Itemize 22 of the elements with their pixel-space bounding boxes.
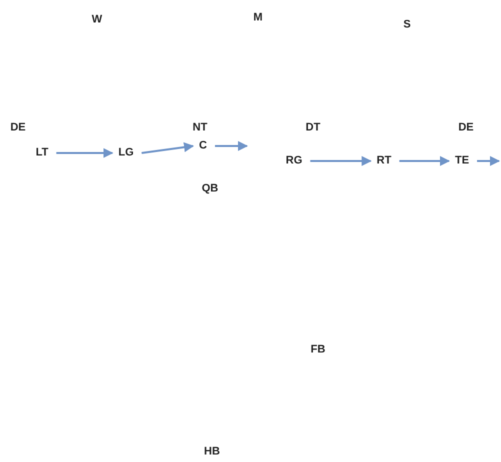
- position-label: RG: [286, 156, 302, 166]
- position-label: HB: [204, 446, 220, 458]
- arrow: [142, 142, 194, 154]
- position-label: DE: [458, 122, 474, 134]
- arrow: [214, 141, 248, 151]
- position-label: RT: [376, 156, 392, 166]
- position-label: FB: [310, 344, 326, 356]
- position-label: S: [403, 20, 411, 30]
- position-label: QB: [202, 184, 218, 194]
- arrow: [477, 156, 500, 166]
- arrow: [399, 156, 450, 166]
- position-label: TE: [454, 156, 470, 166]
- position-label: DT: [306, 122, 320, 134]
- position-label: LG: [118, 148, 134, 158]
- arrow: [310, 156, 372, 166]
- position-label: NT: [192, 122, 208, 134]
- position-label: LT: [36, 148, 48, 158]
- position-label: C: [199, 140, 207, 152]
- position-label: M: [253, 12, 263, 24]
- position-label: W: [92, 14, 102, 26]
- position-label: DE: [10, 122, 26, 134]
- arrow: [56, 148, 114, 158]
